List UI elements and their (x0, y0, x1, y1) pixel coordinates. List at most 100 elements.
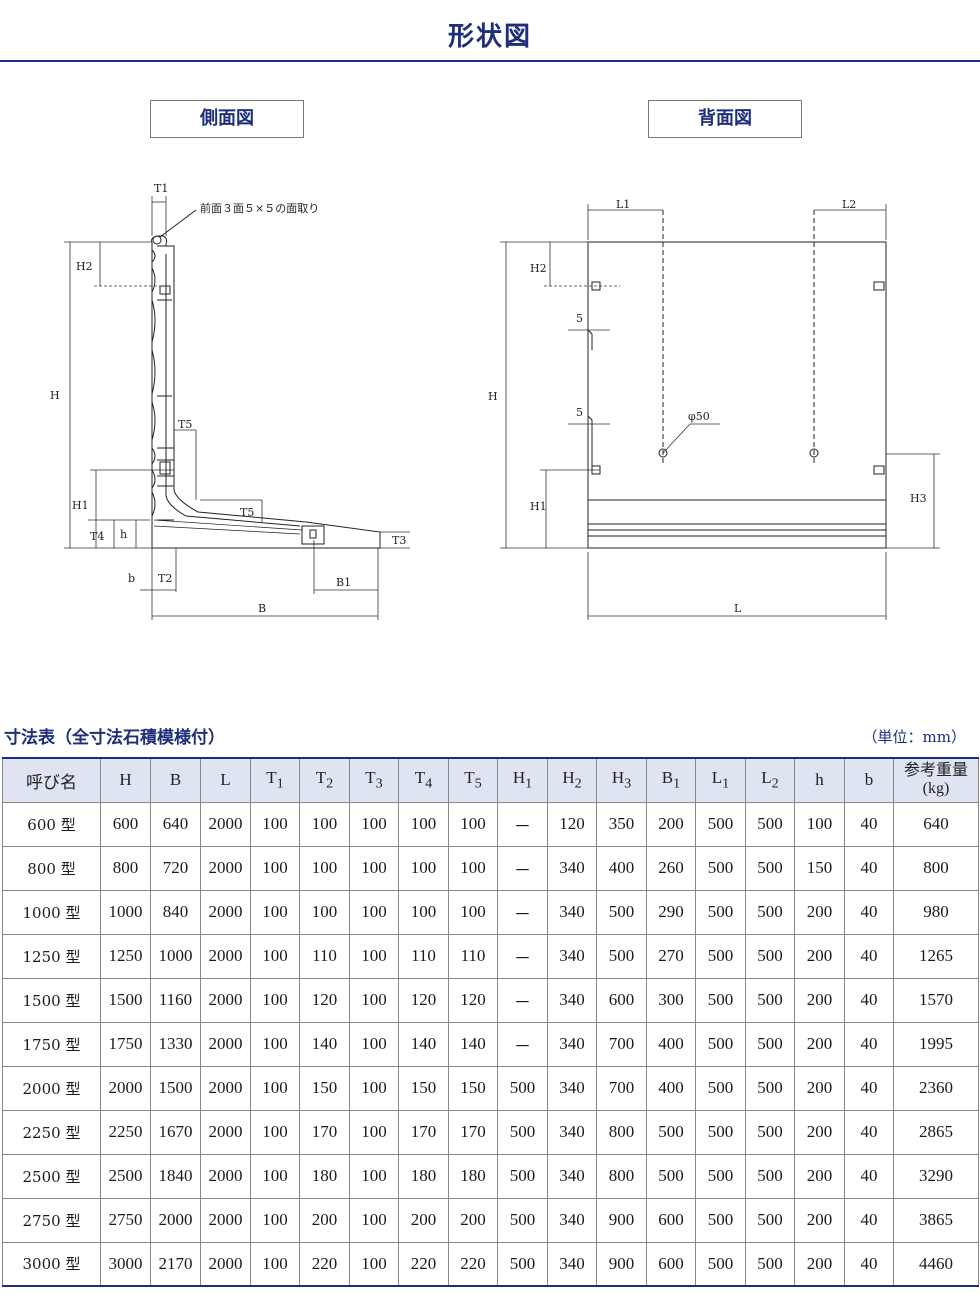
table-cell: 1500 (150, 1065, 201, 1111)
table-cell: 1570 (893, 977, 979, 1023)
table-cell-model: 1500 型 (2, 977, 101, 1023)
table-cell: 500 (745, 889, 795, 935)
table-cell: 100 (250, 1197, 300, 1243)
table-cell: 200 (794, 1065, 845, 1111)
table-cell: 100 (349, 1065, 399, 1111)
table-cell: 200 (448, 1197, 498, 1243)
table-cell: 2000 (200, 801, 251, 847)
table-cell: 500 (695, 889, 746, 935)
col-H: H (100, 757, 151, 803)
table-cell: 2000 (200, 1197, 251, 1243)
title-divider (0, 60, 980, 62)
table-cell: 140 (299, 1021, 350, 1067)
table-cell: 500 (695, 1021, 746, 1067)
table-cell: 350 (596, 801, 647, 847)
table-cell: 200 (794, 889, 845, 935)
table-cell: 100 (448, 801, 498, 847)
table-cell: 500 (745, 1065, 795, 1111)
table-cell: 2000 (200, 933, 251, 979)
table-cell: 100 (398, 845, 449, 891)
table-cell: 800 (596, 1109, 647, 1155)
table-cell: 40 (844, 801, 894, 847)
table-cell: 640 (893, 801, 979, 847)
table-cell: 500 (745, 845, 795, 891)
table-cell: 100 (349, 845, 399, 891)
table-cell: 720 (150, 845, 201, 891)
table-cell: 100 (349, 1197, 399, 1243)
table-cell: 1330 (150, 1021, 201, 1067)
table-unit: （単位：mm） (862, 728, 966, 746)
table-cell: 140 (398, 1021, 449, 1067)
label-5-bottom: 5 (576, 406, 583, 419)
label-T2: T2 (158, 572, 172, 585)
label-B1: B1 (336, 576, 351, 589)
table-cell: 1160 (150, 977, 201, 1023)
col-T5: T5 (448, 757, 498, 803)
back-view-labels: L1 L2 H2 5 H 5 φ50 H1 H3 L (488, 198, 927, 615)
table-cell: 270 (646, 933, 696, 979)
table-cell: 200 (794, 1197, 845, 1243)
col-B: B (150, 757, 201, 803)
table-cell: 100 (349, 801, 399, 847)
table-cell: 120 (547, 801, 597, 847)
table-cell: 260 (646, 845, 696, 891)
table-cell: 40 (844, 1021, 894, 1067)
table-cell: 1250 (100, 933, 151, 979)
table-caption: 寸法表（全寸法石積模様付） (4, 728, 225, 748)
table-cell: 500 (745, 1153, 795, 1199)
table-cell: 400 (596, 845, 647, 891)
dimension-table: 呼び名 H B L T1 T2 T3 T4 T5 H1 H2 H3 B1 L1 … (2, 757, 979, 1287)
table-cell: 600 (646, 1197, 696, 1243)
table-cell: 100 (349, 1109, 399, 1155)
table-header-row: 呼び名 H B L T1 T2 T3 T4 T5 H1 H2 H3 B1 L1 … (2, 757, 979, 803)
table-cell: 500 (497, 1241, 548, 1287)
table-cell: 500 (695, 801, 746, 847)
table-cell: 500 (695, 1241, 746, 1287)
table-cell: 100 (250, 1241, 300, 1287)
label-T3: T3 (392, 534, 406, 547)
label-phi50: φ50 (688, 410, 710, 423)
table-cell-model: 1750 型 (2, 1021, 101, 1067)
table-cell: 40 (844, 1241, 894, 1287)
table-cell: 500 (497, 1153, 548, 1199)
table-cell: 1000 (150, 933, 201, 979)
label-H2-back: H2 (530, 262, 547, 275)
table-cell: 800 (100, 845, 151, 891)
table-cell: 800 (596, 1153, 647, 1199)
label-H2: H2 (76, 260, 93, 273)
table-cell: 150 (794, 845, 845, 891)
label-L1: L1 (616, 198, 630, 211)
table-cell: 500 (596, 933, 647, 979)
label-L2: L2 (842, 198, 856, 211)
table-cell: 200 (794, 1153, 845, 1199)
table-cell: 100 (250, 977, 300, 1023)
table-cell: 2000 (200, 889, 251, 935)
table-cell: 2170 (150, 1241, 201, 1287)
table-cell: 700 (596, 1065, 647, 1111)
table-cell: 2000 (200, 845, 251, 891)
table-cell: 180 (398, 1153, 449, 1199)
col-weight: 参考重量(kg) (893, 757, 979, 803)
col-H3: H3 (596, 757, 647, 803)
table-cell: 1750 (100, 1021, 151, 1067)
page-title: 形状図 (447, 22, 532, 52)
table-cell: 500 (745, 1241, 795, 1287)
shape-drawing: T1 前面３面５×５の面取り H2 H T5 H1 T5 T4 h T3 b T… (50, 182, 940, 620)
table-cell: 500 (695, 933, 746, 979)
table-cell: 180 (448, 1153, 498, 1199)
table-cell: 220 (398, 1241, 449, 1287)
label-5-top: 5 (576, 312, 583, 325)
label-H: H (50, 389, 60, 402)
table-cell: 40 (844, 889, 894, 935)
table-cell: 100 (398, 889, 449, 935)
table-cell: 1500 (100, 977, 151, 1023)
table-cell: 500 (497, 1109, 548, 1155)
